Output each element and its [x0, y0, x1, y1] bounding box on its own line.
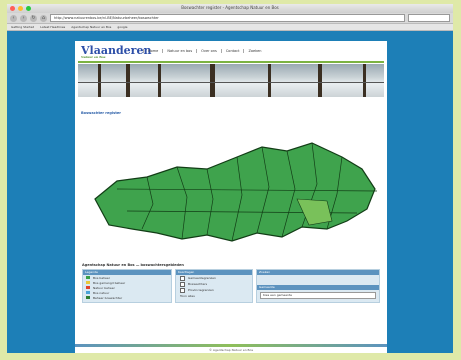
legend-item: Bos gemengd beheer: [83, 280, 171, 285]
title-bar: Boswachter register - Agentschap Natuur …: [7, 4, 453, 13]
municipality-select[interactable]: Kies een gemeente: [260, 292, 376, 299]
nav-item[interactable]: Home: [143, 49, 162, 53]
map-controls: Legende Bos beheer Bos gemengd beheer Na…: [82, 269, 380, 303]
layers-title: Kaartlagen: [176, 270, 252, 275]
nav-item[interactable]: Over ons: [196, 49, 221, 53]
flanders-region-map[interactable]: [87, 129, 377, 259]
bookmark-item[interactable]: Latest Headlines: [40, 25, 66, 29]
bookmark-item[interactable]: Agentschap Natuur en Bos: [71, 25, 112, 29]
search-title: Zoeken: [257, 270, 379, 275]
map-highlighted-region: [296, 198, 333, 226]
bookmark-item[interactable]: google: [117, 25, 128, 29]
logo-subtitle: Natuur en Bos: [81, 54, 106, 59]
nav-item[interactable]: Zoeken: [243, 49, 265, 53]
logo-text: Vlaanderen: [81, 43, 152, 57]
home-button[interactable]: ⌂: [40, 14, 47, 22]
browser-toolbar: ‹ › ↻ ⌂ http://www.natuurenbos.be/nl-BE/…: [7, 13, 453, 24]
checkbox[interactable]: [180, 287, 185, 293]
close-button[interactable]: [10, 6, 15, 11]
window-title: Boswachter register - Agentschap Natuur …: [181, 5, 279, 10]
search-box[interactable]: [408, 14, 450, 22]
reload-button[interactable]: ↻: [30, 14, 37, 22]
select-title: Gemeente: [257, 285, 379, 290]
show-all-link[interactable]: Toon alles: [180, 294, 195, 298]
header-divider: [78, 61, 384, 63]
bookmark-item[interactable]: Getting Started: [11, 25, 35, 29]
minimize-button[interactable]: [18, 6, 23, 11]
layers-panel: Kaartlagen Gemeentegrenzen Boswachters P…: [175, 269, 253, 303]
back-button[interactable]: ‹: [10, 14, 17, 22]
web-page: Vlaanderen Natuur en Bos Home Natuur en …: [75, 41, 387, 353]
layer-option[interactable]: Provinciegrenzen: [176, 287, 252, 293]
footer-bar: [75, 344, 387, 347]
nav-item[interactable]: Contact: [220, 49, 244, 53]
legend-item: Bos beheer: [83, 275, 171, 280]
address-bar[interactable]: http://www.natuurenbos.be/nl-BE/Natuurbe…: [50, 14, 405, 22]
layer-option[interactable]: Gemeentegrenzen: [176, 275, 252, 281]
checkbox[interactable]: [180, 281, 185, 287]
legend-title: Legende: [83, 270, 171, 275]
map-caption: Agentschap Natuur en Bos — boswachtersge…: [82, 263, 184, 267]
nav-item[interactable]: Natuur en bos: [162, 49, 196, 53]
footer-text: © Agentschap Natuur en Bos: [208, 348, 254, 352]
forest-banner-image: [78, 64, 384, 97]
legend-item: Bos natuur: [83, 290, 171, 295]
browser-window: Boswachter register - Agentschap Natuur …: [7, 4, 453, 353]
breadcrumb[interactable]: Boswachter register: [81, 111, 121, 115]
legend-item: Natuur beheer: [83, 285, 171, 290]
main-nav: Home Natuur en bos Over ons Contact Zoek…: [143, 49, 265, 53]
bookmarks-bar: Getting Started Latest Headlines Agentsc…: [7, 24, 453, 31]
checkbox[interactable]: [180, 275, 185, 281]
legend-panel: Legende Bos beheer Bos gemengd beheer Na…: [82, 269, 172, 303]
search-panel: Zoeken Gemeente Kies een gemeente: [256, 269, 380, 303]
layer-option[interactable]: Boswachters: [176, 281, 252, 287]
zoom-button[interactable]: [26, 6, 31, 11]
forward-button[interactable]: ›: [20, 14, 27, 22]
site-logo[interactable]: Vlaanderen Natuur en Bos: [81, 44, 151, 59]
legend-item: Beheer boswachter: [83, 295, 171, 300]
site-header: Vlaanderen Natuur en Bos Home Natuur en …: [75, 41, 387, 61]
